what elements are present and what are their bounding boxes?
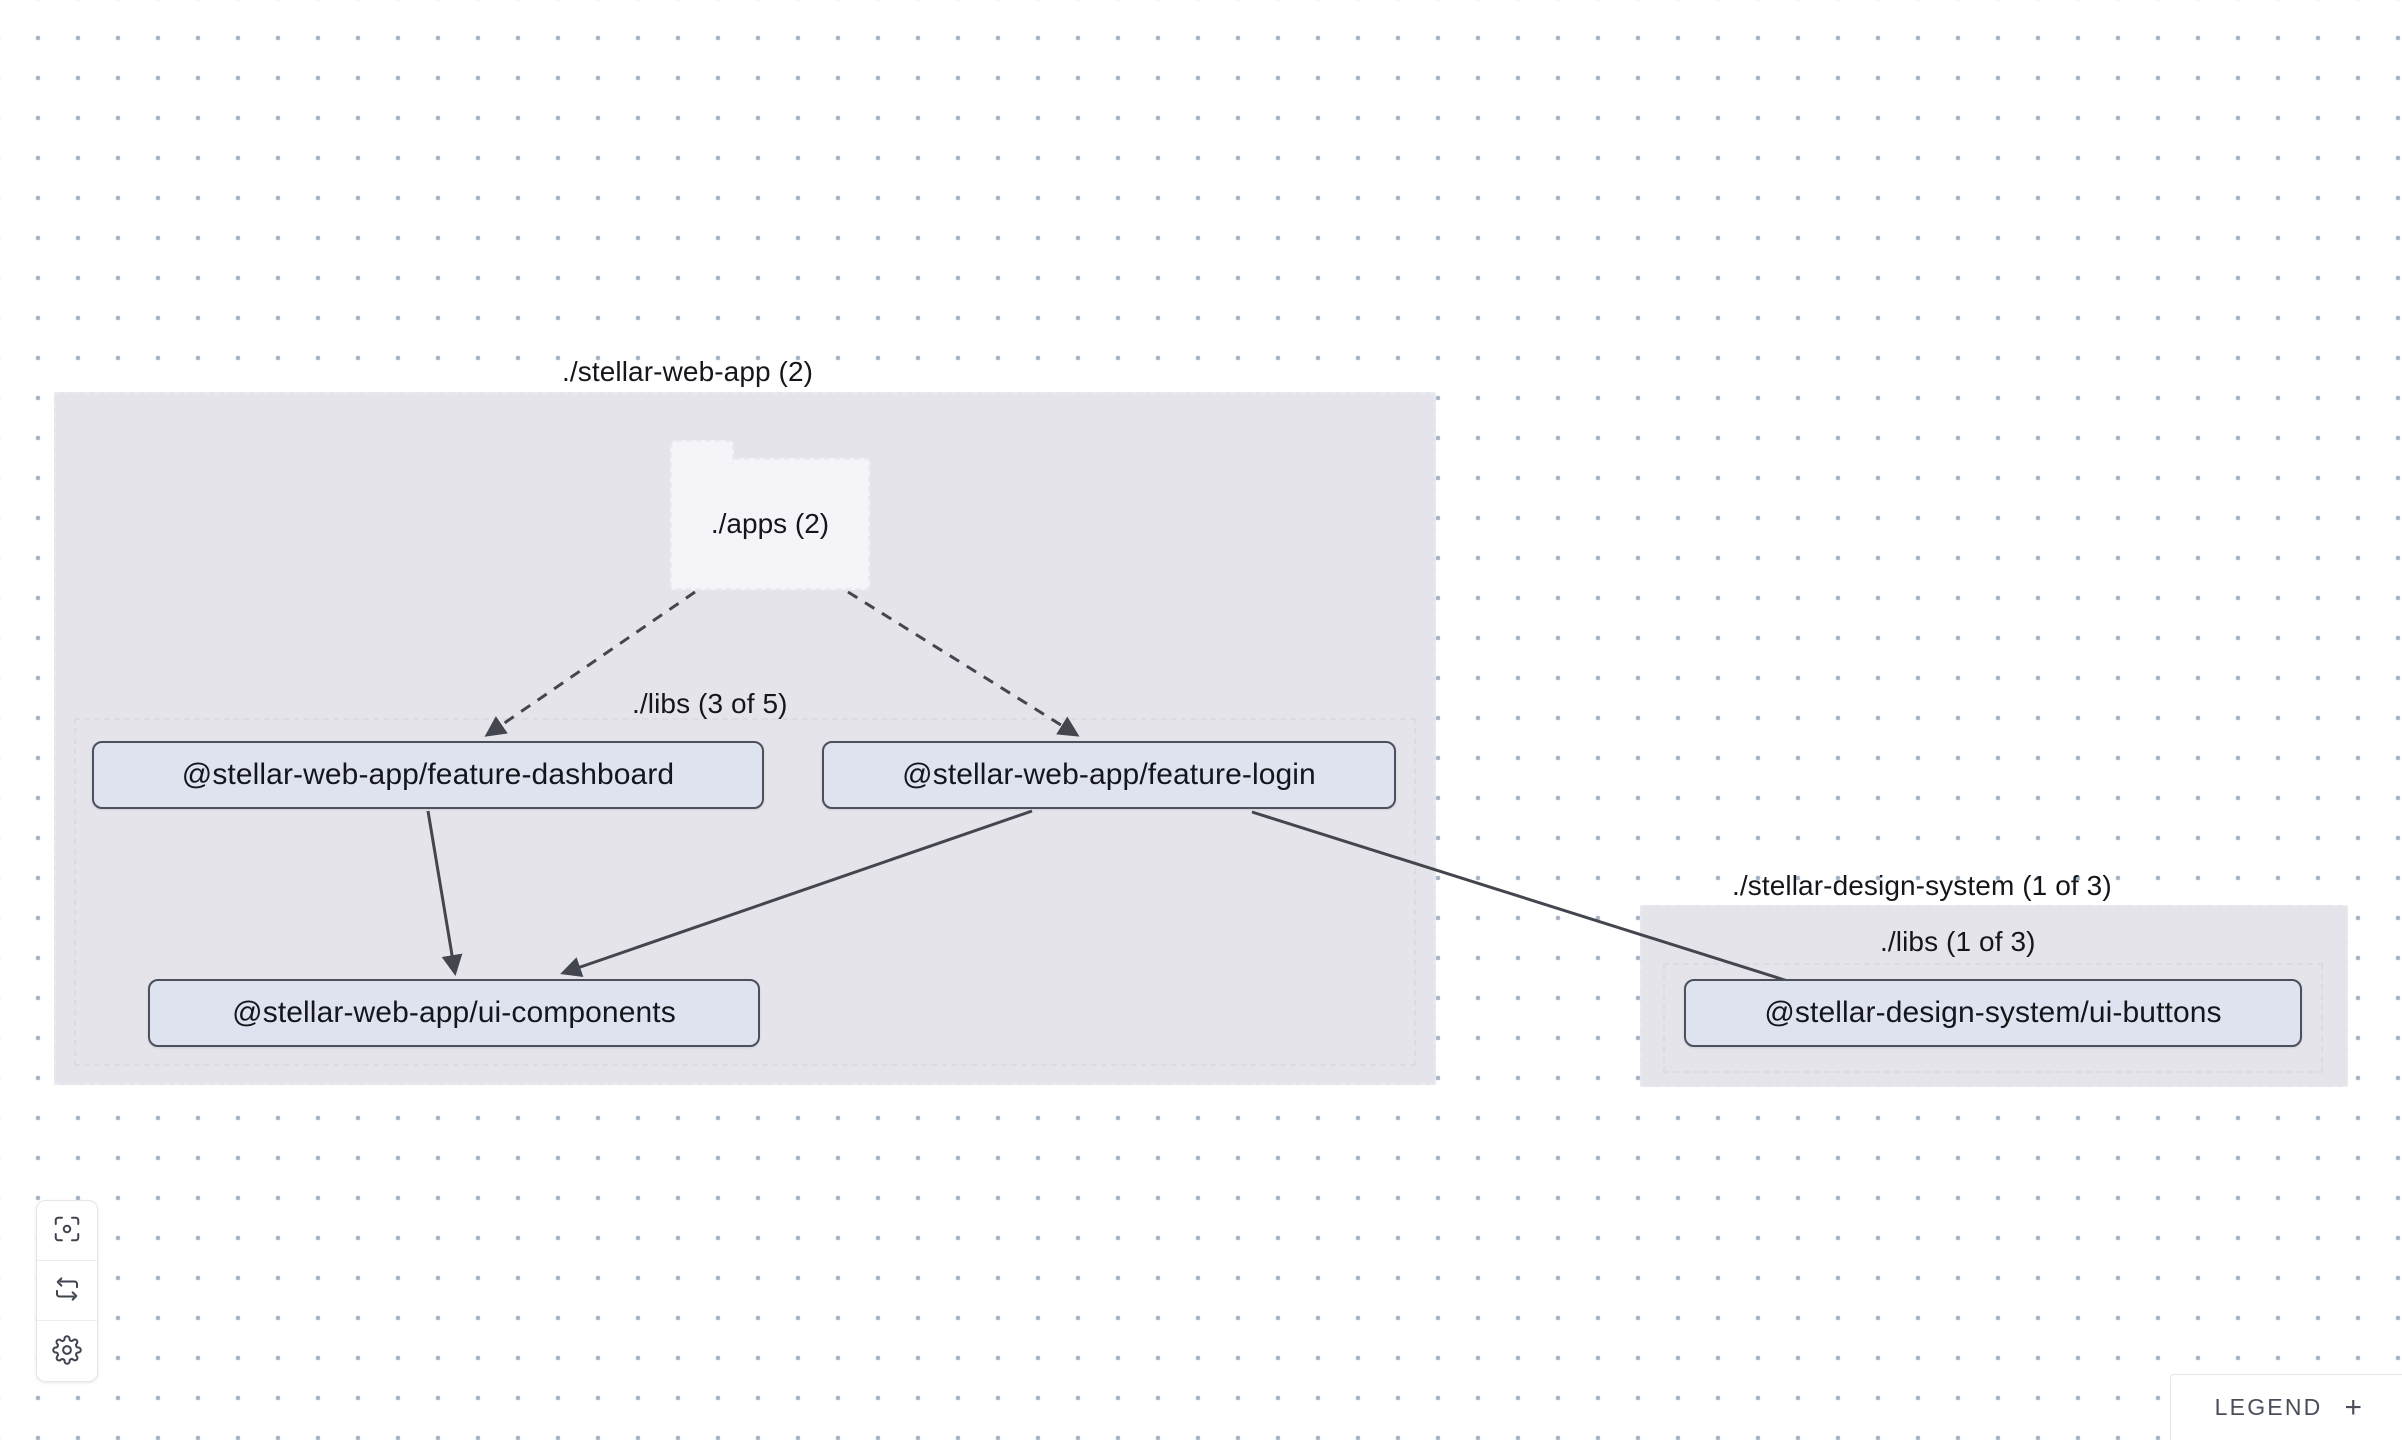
gear-icon xyxy=(52,1334,82,1368)
group-label-stellar-web-app: ./stellar-web-app (2) xyxy=(562,356,814,387)
project-node-label: @stellar-web-app/feature-login xyxy=(902,758,1316,791)
plus-icon: + xyxy=(2344,1390,2362,1424)
project-node-label: @stellar-design-system/ui-buttons xyxy=(1764,996,2222,1029)
project-node-feature-login[interactable]: @stellar-web-app/feature-login xyxy=(822,741,1396,809)
legend-button[interactable]: LEGEND + xyxy=(2169,1374,2402,1440)
folder-tab xyxy=(670,440,734,468)
project-node-ui-buttons[interactable]: @stellar-design-system/ui-buttons xyxy=(1684,979,2302,1047)
inner-group-design-system-libs[interactable] xyxy=(1663,963,2323,1073)
group-label-stellar-design-system: ./stellar-design-system (1 of 3) xyxy=(1732,870,2112,901)
project-node-feature-dashboard[interactable]: @stellar-web-app/feature-dashboard xyxy=(92,741,764,809)
focus-target-icon xyxy=(52,1214,82,1247)
legend-label: LEGEND xyxy=(2214,1394,2323,1420)
refresh-icon xyxy=(52,1274,82,1307)
project-node-ui-components[interactable]: @stellar-web-app/ui-components xyxy=(148,979,760,1047)
folder-node-apps[interactable]: ./apps (2) xyxy=(670,440,870,590)
inner-group-label-web-app-libs: ./libs (3 of 5) xyxy=(632,688,788,719)
inner-group-label-design-system-libs: ./libs (1 of 3) xyxy=(1880,926,2036,957)
folder-label-apps: ./apps (2) xyxy=(710,508,830,539)
focus-graph-button[interactable] xyxy=(37,1201,97,1261)
project-node-label: @stellar-web-app/feature-dashboard xyxy=(181,758,675,791)
graph-controls-panel[interactable] xyxy=(36,1200,98,1382)
refresh-graph-button[interactable] xyxy=(37,1261,97,1321)
project-node-label: @stellar-web-app/ui-components xyxy=(232,996,676,1029)
settings-button[interactable] xyxy=(37,1321,97,1381)
